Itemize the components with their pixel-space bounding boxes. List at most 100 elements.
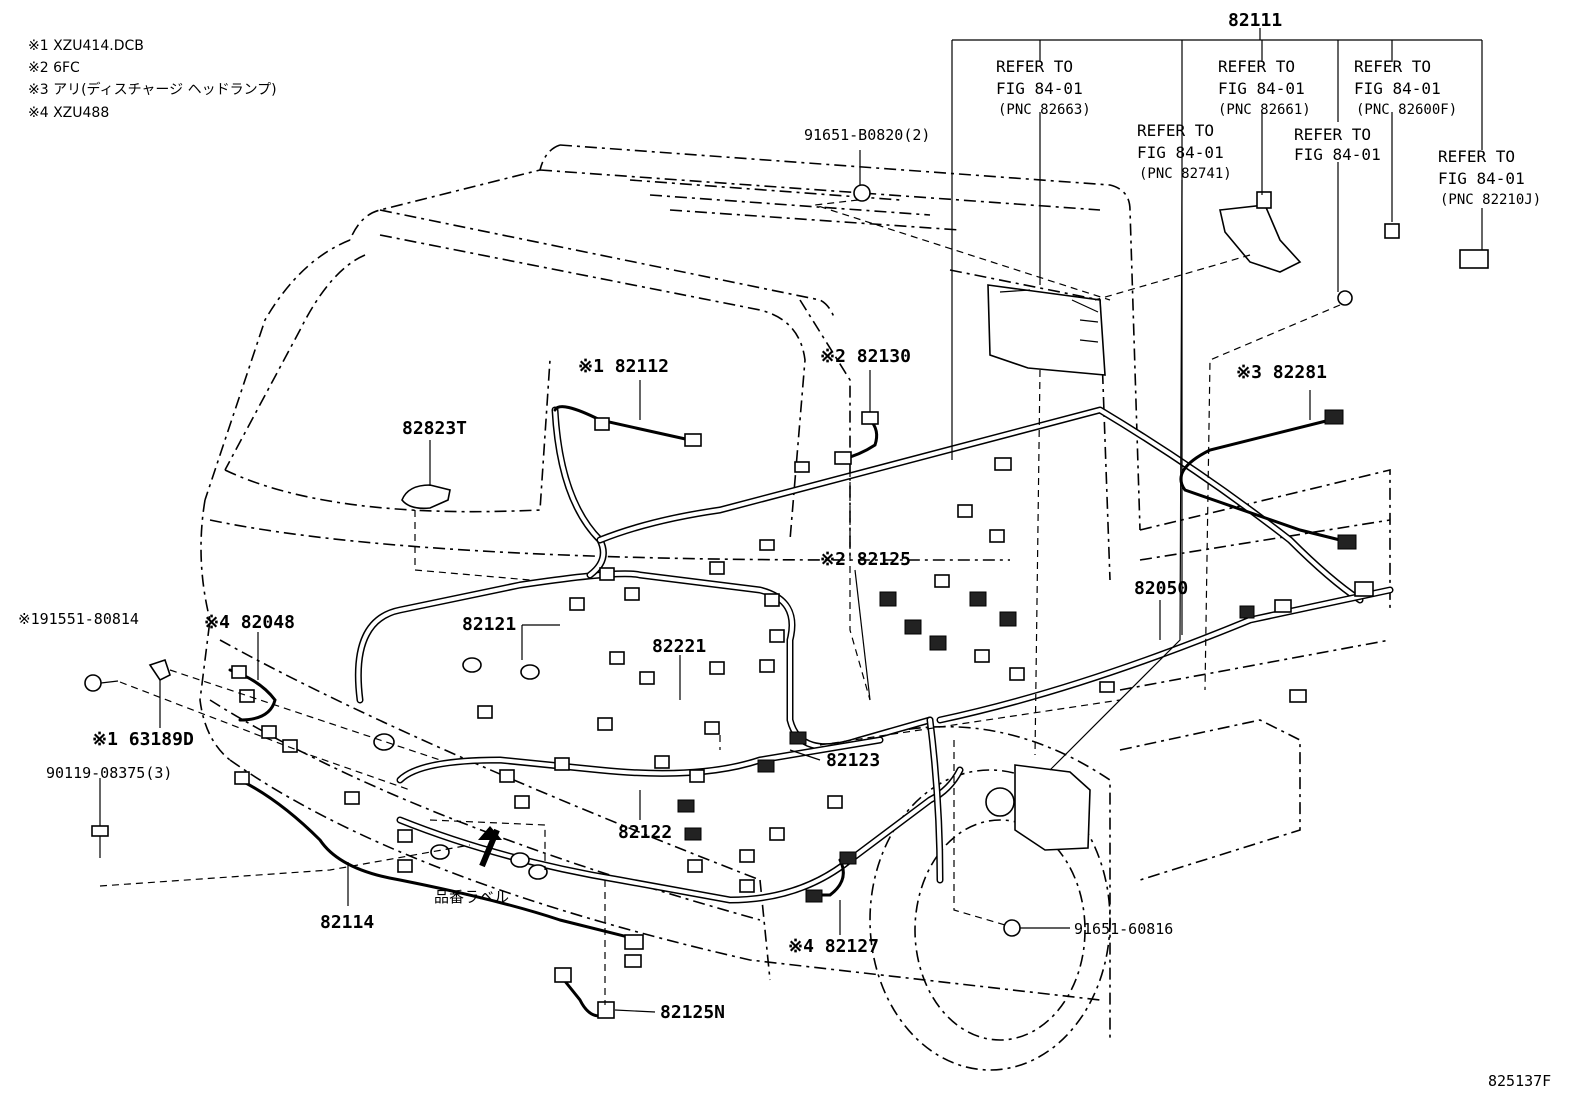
- part-91651-B0820: 91651-B0820(2): [804, 126, 930, 144]
- connector: [1239, 605, 1255, 619]
- connector: [477, 705, 493, 719]
- connector: [805, 889, 823, 903]
- bracket-82661: [1219, 204, 1302, 273]
- front-left-face: [199, 499, 231, 761]
- label-japanese: 品番ラベル: [434, 888, 509, 906]
- svg-text:FIG 84-01: FIG 84-01: [1438, 169, 1525, 188]
- refer-82741: REFER TO FIG 84-01 (PNC 82741): [1137, 121, 1232, 182]
- bolt-191551-80814: [84, 674, 102, 692]
- note-3: ※3 アリ(ディスチャージ ヘッドランプ): [28, 81, 277, 98]
- part-82123: 82123: [826, 750, 880, 771]
- connector: [554, 967, 572, 983]
- svg-text:(PNC 82663): (PNC 82663): [998, 102, 1091, 118]
- refer-82661: REFER TO FIG 84-01 (PNC 82661): [1218, 57, 1311, 118]
- part-82112: ※1 82112: [578, 356, 669, 377]
- connector: [759, 539, 775, 551]
- clamp: [1337, 290, 1353, 306]
- connector: [599, 567, 615, 581]
- connector: [704, 721, 720, 735]
- connector: [397, 829, 413, 843]
- svg-text:REFER TO: REFER TO: [1438, 147, 1515, 166]
- part-82125N: 82125N: [660, 1002, 725, 1023]
- part-82281: ※3 82281: [1236, 362, 1327, 383]
- grommet: [373, 733, 395, 751]
- truck-body-outline: [199, 144, 1391, 1071]
- connector: [989, 529, 1005, 543]
- svg-text:REFER TO: REFER TO: [1294, 125, 1371, 144]
- part-82221: 82221: [652, 636, 706, 657]
- connector: [654, 755, 670, 769]
- part-labels: 82111 ※1 82112 ※2 82130 82823T ※2 82125 …: [18, 10, 1551, 1090]
- bolt-90119-08375: [91, 825, 109, 837]
- connector: [684, 433, 702, 447]
- connector: [689, 769, 705, 783]
- connector: [597, 717, 613, 731]
- connector: [597, 1001, 615, 1019]
- bracket-63189D: [148, 658, 171, 682]
- roof-left-line: [349, 144, 561, 241]
- svg-text:FIG 84-01: FIG 84-01: [996, 79, 1083, 98]
- connector: [834, 451, 852, 465]
- connector: [499, 769, 515, 783]
- connector: [1274, 599, 1292, 613]
- connector: [1099, 681, 1115, 693]
- leader-lines: [99, 28, 1483, 1013]
- connector: [397, 859, 413, 873]
- grommets: [373, 184, 1353, 880]
- part-91651-60816: 91651-60816: [1074, 920, 1173, 938]
- a-pillar-left: [204, 239, 351, 501]
- svg-text:FIG 84-01: FIG 84-01: [1294, 145, 1381, 164]
- svg-text:REFER TO: REFER TO: [1354, 57, 1431, 76]
- windshield-top: [379, 234, 806, 541]
- grille-line: [219, 639, 761, 881]
- connector: [827, 795, 843, 809]
- part-82130: ※2 82130: [820, 346, 911, 367]
- connector: [594, 417, 610, 431]
- connector: [1289, 689, 1307, 703]
- frame-lines: [1119, 639, 1391, 881]
- connector: [1354, 581, 1374, 597]
- roof-front-edge: [379, 209, 836, 321]
- connector: [231, 665, 247, 679]
- connector: [969, 591, 987, 607]
- ground-terminal: [462, 657, 482, 673]
- svg-text:(PNC 82741): (PNC 82741): [1139, 166, 1232, 182]
- notes-block: ※1 XZU414.DCB ※2 6FC ※3 アリ(ディスチャージ ヘッドラン…: [28, 38, 277, 121]
- connector: [759, 659, 775, 673]
- connector: [1337, 534, 1357, 550]
- connector: [934, 574, 950, 588]
- part-82127: ※4 82127: [788, 936, 879, 957]
- ground-terminal: [528, 864, 548, 880]
- part-82111: 82111: [1228, 10, 1282, 31]
- connector: [1459, 249, 1489, 269]
- connector: [514, 795, 530, 809]
- part-82114: 82114: [320, 912, 374, 933]
- connector: [569, 597, 585, 611]
- part-82125: ※2 82125: [820, 549, 911, 570]
- connector: [684, 827, 702, 841]
- connector: [239, 689, 255, 703]
- roof-right-line: [559, 144, 1141, 531]
- connector: [789, 731, 807, 745]
- rear-body-top: [1139, 468, 1391, 610]
- harness-82112: [553, 405, 692, 442]
- svg-text:(PNC 82600F): (PNC 82600F): [1356, 102, 1457, 118]
- front-wheel-inner: [914, 819, 1086, 1041]
- connector: [839, 851, 857, 865]
- connector: [904, 619, 922, 635]
- harness-82112-drop: [551, 406, 607, 579]
- connector: [994, 457, 1012, 471]
- part-63189D: ※1 63189D: [92, 729, 194, 750]
- refer-82663: REFER TO FIG 84-01 (PNC 82663): [996, 57, 1091, 118]
- connector: [794, 461, 810, 473]
- a-pillar-right: [799, 299, 851, 560]
- note-1: ※1 XZU414.DCB: [28, 38, 144, 54]
- connector: [739, 849, 755, 863]
- harness-82114: [238, 778, 642, 942]
- refer-82600F: REFER TO FIG 84-01 (PNC 82600F): [1354, 57, 1457, 118]
- ground-terminal: [430, 844, 450, 860]
- part-82050: 82050: [1134, 578, 1188, 599]
- ground-terminal: [510, 852, 530, 868]
- svg-text:FIG 84-01: FIG 84-01: [1218, 79, 1305, 98]
